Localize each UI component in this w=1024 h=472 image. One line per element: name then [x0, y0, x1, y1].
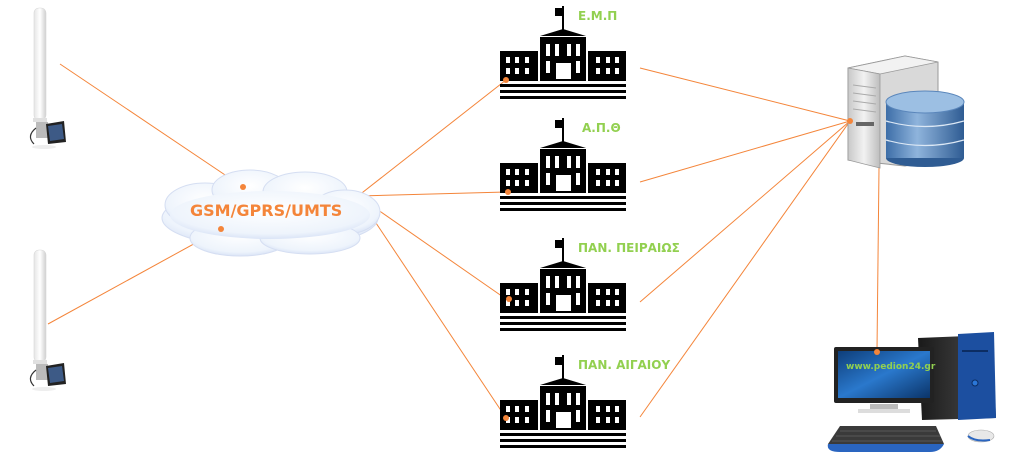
- link-station1-cloud: [59, 63, 244, 188]
- link-station2-cloud: [47, 228, 222, 325]
- connection-lines: [47, 63, 880, 419]
- link-server-client: [876, 167, 880, 351]
- connection-dots: [218, 77, 880, 421]
- link-cloud-emp: [357, 79, 507, 197]
- link-cloud-apth: [357, 191, 507, 197]
- client-computer[interactable]: [827, 332, 996, 452]
- website-url[interactable]: www.pedion24.gr: [846, 362, 936, 372]
- university-label-apth: Α.Π.Θ: [582, 121, 621, 135]
- link-aegean-server: [639, 120, 851, 418]
- university-label-aegean: ΠΑΝ. ΑΙΓΑΙΟΥ: [578, 358, 671, 372]
- university-label-emp: Ε.Μ.Π: [578, 9, 618, 23]
- link-cloud-aegean: [357, 195, 507, 419]
- link-apth-server: [639, 120, 851, 183]
- weather-station-1[interactable]: [29, 7, 67, 150]
- network-label: GSM/GPRS/UMTS: [190, 201, 343, 220]
- link-cloud-piraeus: [357, 195, 507, 300]
- database-icon[interactable]: [885, 90, 965, 167]
- link-emp-server: [639, 67, 851, 122]
- weather-station-2[interactable]: [29, 249, 67, 392]
- university-label-piraeus: ΠΑΝ. ΠΕΙΡΑΙΩΣ: [578, 241, 680, 255]
- cloud-icon: [161, 169, 381, 257]
- link-piraeus-server: [639, 120, 851, 303]
